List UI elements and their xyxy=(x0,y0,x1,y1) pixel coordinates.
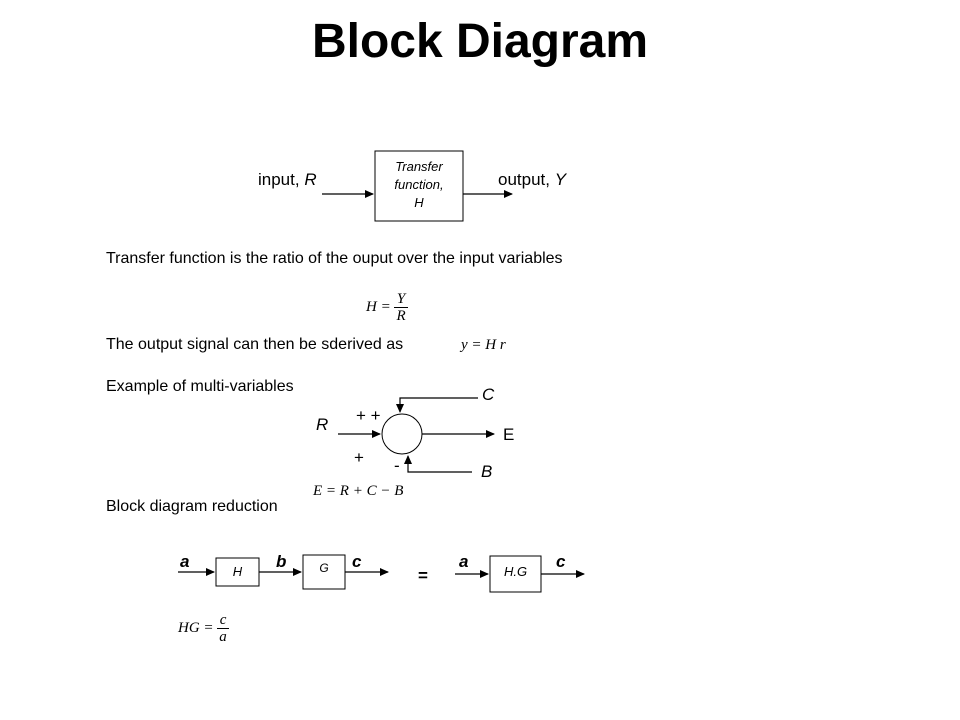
input-label: input, R xyxy=(258,170,317,189)
c2-label: c xyxy=(556,552,566,571)
hg-block xyxy=(489,555,542,593)
hg-block-label: H.G xyxy=(503,564,528,579)
plus-label: + xyxy=(354,448,364,467)
b-reduction-label: b xyxy=(276,552,287,571)
a-label: a xyxy=(180,552,190,571)
page-title: Block Diagram xyxy=(311,15,649,68)
output-signal-text: The output signal can then be sderived a… xyxy=(106,336,404,353)
a2-label: a xyxy=(459,552,469,571)
b-line xyxy=(404,455,472,473)
reduction-text: Block diagram reduction xyxy=(106,498,278,515)
transfer-function-block xyxy=(374,150,464,222)
h-block-label: H xyxy=(232,564,243,579)
minus-label: - xyxy=(394,456,400,475)
equals-sign: = xyxy=(418,566,428,585)
definition-text: Transfer function is the ratio of the ou… xyxy=(106,250,563,267)
output-label: output, Y xyxy=(498,170,567,189)
c-label: C xyxy=(482,385,495,404)
r-label: R xyxy=(316,415,329,434)
y-equation: y = H r xyxy=(461,337,506,353)
e-label: E xyxy=(503,425,515,444)
plus-plus-label: + + xyxy=(356,406,381,425)
g-block-label: G xyxy=(319,561,329,575)
b-label: B xyxy=(481,462,493,481)
c-line xyxy=(396,397,478,413)
g-block xyxy=(302,554,346,590)
e-equation: E = R + C − B xyxy=(313,483,404,499)
c-reduction-label: c xyxy=(352,552,362,571)
h-block xyxy=(215,557,260,587)
summing-junction xyxy=(381,413,423,455)
transfer-function-label: Transfer function, H xyxy=(394,159,444,210)
example-text: Example of multi-variables xyxy=(106,378,294,395)
